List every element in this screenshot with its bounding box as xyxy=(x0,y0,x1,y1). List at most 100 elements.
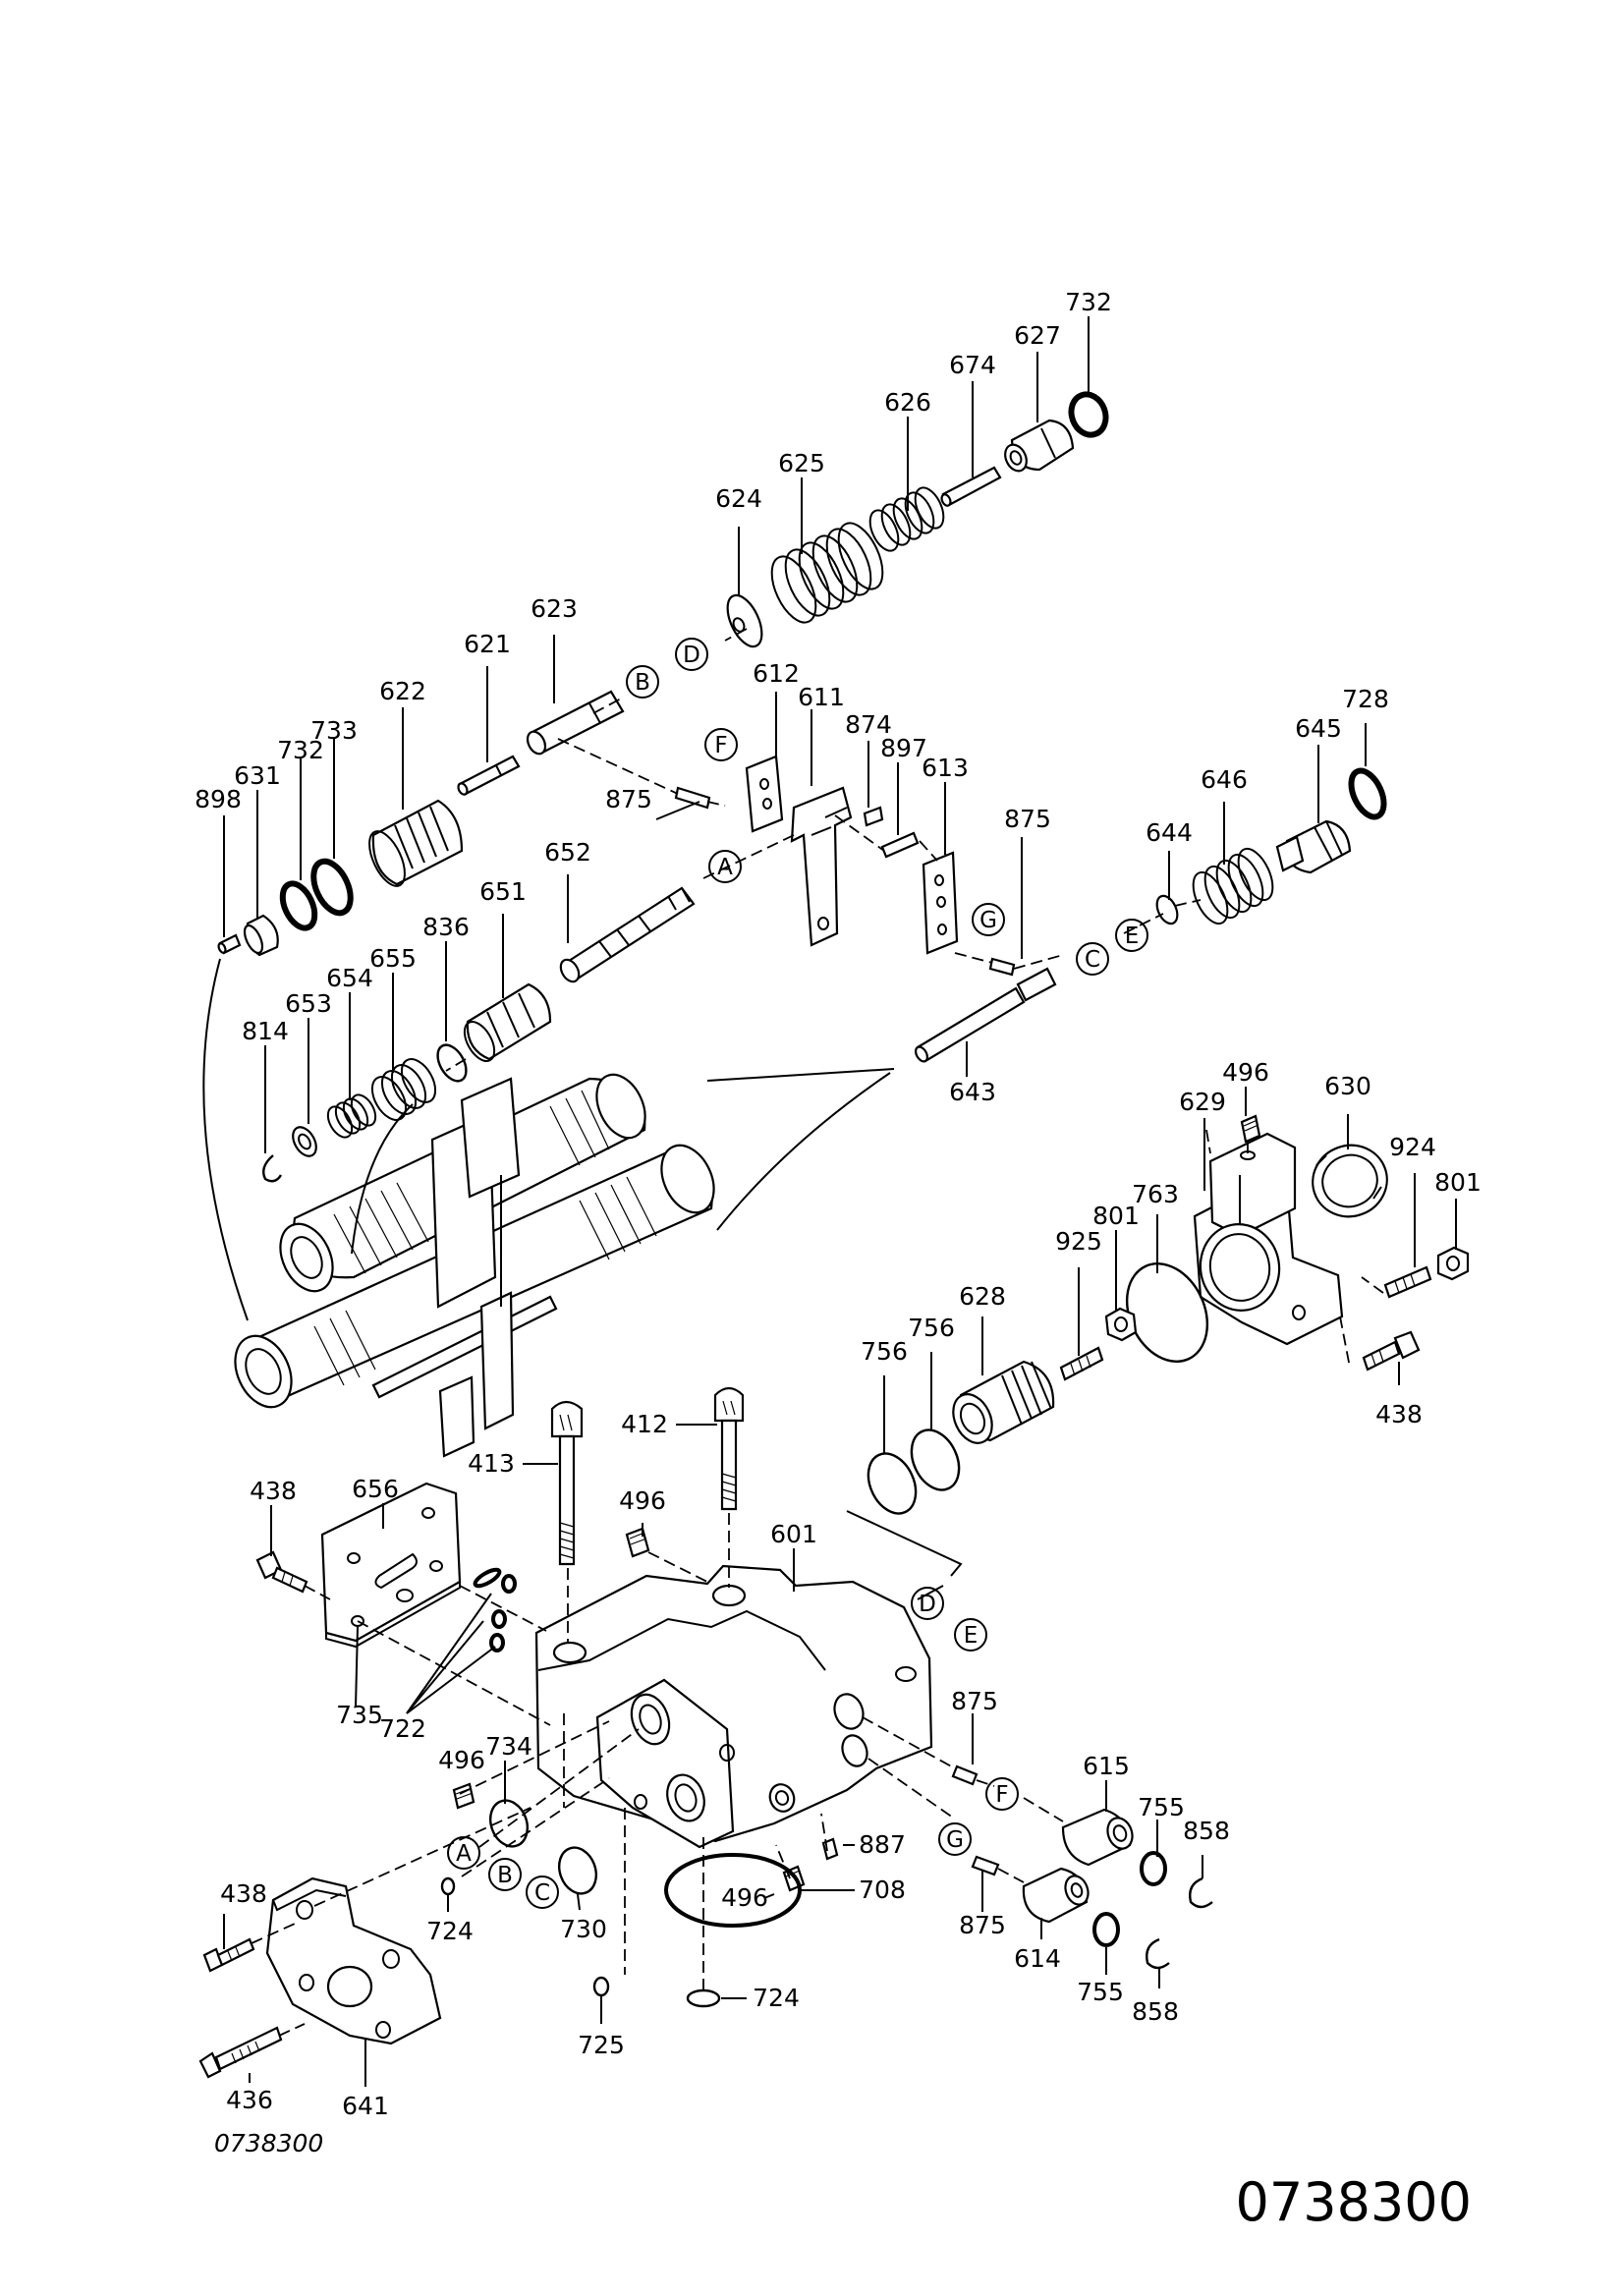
spring-626 xyxy=(868,486,945,552)
callout-626: 626 xyxy=(884,388,931,417)
bolt-436 xyxy=(198,2026,283,2079)
callout-601: 601 xyxy=(770,1520,817,1548)
ring-631 xyxy=(243,914,279,957)
rod-643 xyxy=(915,967,1057,1063)
connector-G-top: G xyxy=(972,903,1005,936)
callout-732-top: 732 xyxy=(1065,288,1112,316)
callout-623: 623 xyxy=(531,594,578,623)
callout-644: 644 xyxy=(1146,818,1193,847)
callout-436: 436 xyxy=(226,2086,273,2114)
connector-G-body-label: G xyxy=(946,1827,964,1853)
callout-621: 621 xyxy=(464,630,511,658)
connector-G-top-label: G xyxy=(979,908,997,933)
callout-614: 614 xyxy=(1014,1944,1061,1973)
nut-801-right xyxy=(1436,1246,1470,1281)
valve-body-601 xyxy=(534,1564,933,1849)
callout-755-lower: 755 xyxy=(1077,1978,1124,2006)
connector-A-top: A xyxy=(708,850,742,883)
callout-611: 611 xyxy=(798,683,845,711)
callout-656: 656 xyxy=(352,1475,399,1503)
callout-874: 874 xyxy=(845,710,892,739)
callout-624: 624 xyxy=(715,484,762,513)
callout-756-right: 756 xyxy=(908,1314,955,1342)
callout-897: 897 xyxy=(880,734,927,762)
o-ring-724-bottom xyxy=(686,1988,721,2008)
connector-F-body: F xyxy=(985,1777,1019,1811)
callout-733: 733 xyxy=(310,716,358,745)
spring-625 xyxy=(770,522,884,624)
callout-629: 629 xyxy=(1179,1088,1226,1116)
connector-D-top-label: D xyxy=(683,643,700,668)
callout-412: 412 xyxy=(621,1410,668,1438)
o-rings-722 xyxy=(473,1567,517,1652)
spool-651 xyxy=(463,982,552,1062)
callout-722: 722 xyxy=(379,1714,426,1743)
plug-614 xyxy=(1022,1867,1090,1924)
snap-ring-858-upper xyxy=(1189,1876,1213,1909)
callout-875-lower: 875 xyxy=(959,1911,1006,1939)
callout-496-body: 496 xyxy=(619,1486,666,1515)
nut-801-center xyxy=(1104,1307,1138,1342)
bolt-413 xyxy=(550,1400,584,1566)
piston-621 xyxy=(457,755,521,796)
assembled-spool-view xyxy=(234,1073,715,1458)
callout-496-left: 496 xyxy=(438,1746,485,1774)
callout-814: 814 xyxy=(242,1017,289,1045)
connector-D-body-label: D xyxy=(919,1592,936,1617)
sleeve-622 xyxy=(368,799,464,887)
pin-674 xyxy=(940,466,1002,507)
o-ring-730 xyxy=(557,1846,598,1895)
callout-836: 836 xyxy=(422,913,470,941)
pin-898 xyxy=(217,933,242,955)
callout-858-lower: 858 xyxy=(1132,1997,1179,2026)
connector-D-top: D xyxy=(675,638,708,671)
spool-652 xyxy=(559,886,696,983)
o-ring-732-left xyxy=(279,880,318,931)
callout-756-left: 756 xyxy=(861,1337,908,1366)
callout-625: 625 xyxy=(778,449,825,477)
bolt-412 xyxy=(713,1386,745,1511)
o-ring-728 xyxy=(1348,767,1387,820)
callout-924: 924 xyxy=(1389,1133,1436,1161)
o-ring-755-lower xyxy=(1092,1912,1120,1947)
pin-874 xyxy=(863,806,884,827)
plug-630 xyxy=(1312,1144,1388,1218)
callout-724-bottom: 724 xyxy=(753,1984,800,2012)
figure-caption: 0738300 xyxy=(214,2129,323,2157)
pin-875-upper xyxy=(674,786,711,810)
callout-612: 612 xyxy=(753,659,800,688)
connector-C-body-label: C xyxy=(534,1880,550,1906)
callout-622: 622 xyxy=(379,677,426,705)
connector-B-top-label: B xyxy=(635,670,650,696)
callout-615: 615 xyxy=(1083,1752,1130,1780)
spring-654 xyxy=(326,1093,377,1139)
spring-646 xyxy=(1192,847,1274,925)
callout-641: 641 xyxy=(342,2092,389,2120)
callout-925: 925 xyxy=(1055,1227,1102,1256)
snap-ring-858-lower xyxy=(1146,1937,1170,1970)
callout-496-flange: 496 xyxy=(1222,1058,1269,1087)
plate-613 xyxy=(922,851,959,955)
o-ring-725 xyxy=(592,1976,610,1997)
lever-611 xyxy=(790,786,853,947)
leader-lines xyxy=(202,958,963,1600)
connector-B-body-label: B xyxy=(497,1863,513,1888)
screw-496-body xyxy=(625,1527,650,1558)
assembly-lines xyxy=(251,628,1384,2037)
callout-438-cover: 438 xyxy=(250,1477,297,1505)
drawing-number: 0738300 xyxy=(1236,2171,1473,2233)
callout-724-left: 724 xyxy=(426,1917,474,1945)
spring-seat-644 xyxy=(1155,894,1179,925)
callout-652: 652 xyxy=(544,838,591,867)
screw-924 xyxy=(1383,1265,1432,1299)
callout-763: 763 xyxy=(1132,1180,1179,1208)
callout-875-left: 875 xyxy=(605,785,652,813)
plug-628 xyxy=(952,1360,1055,1444)
callout-651: 651 xyxy=(479,877,527,906)
connector-A-top-label: A xyxy=(717,855,733,880)
callout-653: 653 xyxy=(285,989,332,1018)
connector-E-body-label: E xyxy=(964,1623,979,1649)
callout-631: 631 xyxy=(234,761,281,790)
pin-897 xyxy=(880,831,920,859)
